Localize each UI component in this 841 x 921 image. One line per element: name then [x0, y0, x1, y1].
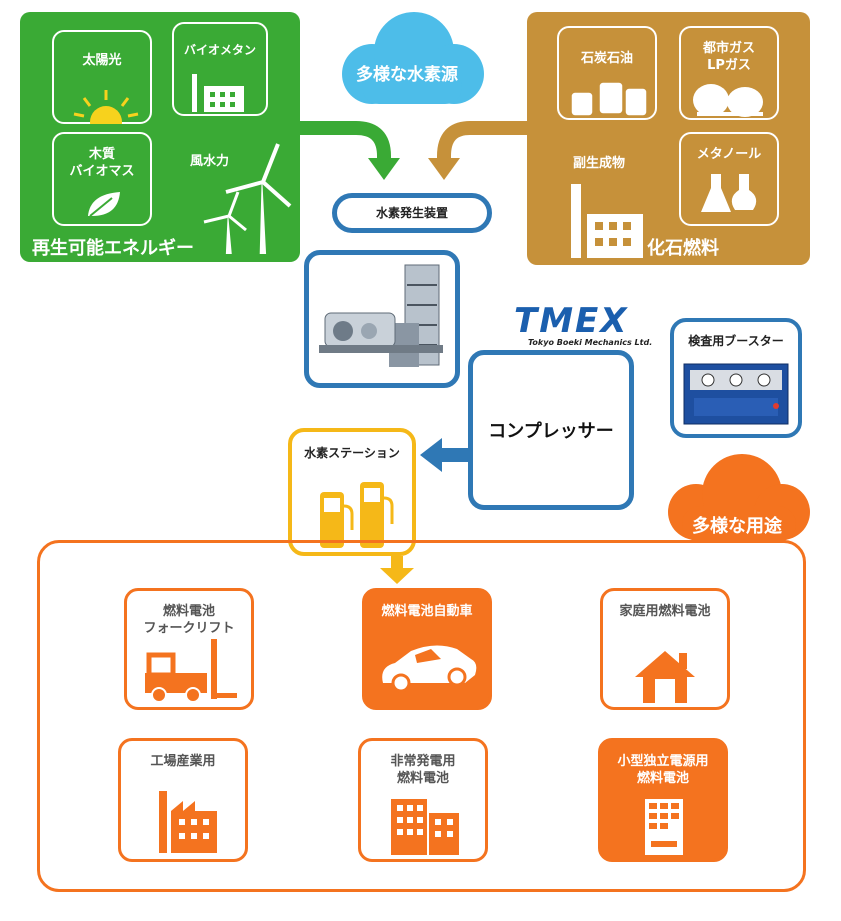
flask-icon — [701, 174, 757, 212]
fossil-to-generator-arrow — [437, 121, 527, 160]
compressor-box: コンプレッサー — [468, 350, 634, 510]
sources-cloud — [342, 12, 484, 104]
refinery-icon — [571, 184, 643, 258]
renewable-to-generator-arrow — [300, 121, 391, 160]
tmex-logo: TMEX Tokyo Boeki Mechanics Ltd. — [514, 304, 664, 347]
booster-box: 検査用ブースター — [670, 318, 802, 438]
tmex-subtitle: Tokyo Boeki Mechanics Ltd. — [528, 338, 653, 347]
renewable-panel-label: 再生可能エネルギー — [32, 238, 194, 259]
gas-tanks-icon — [693, 84, 763, 117]
solar-label: 太陽光 — [82, 53, 122, 68]
coal-oil-tile: 石炭石油 — [557, 26, 657, 120]
use-forklift-line1: 燃料電池 — [162, 604, 215, 619]
use-tile-emergency-power: 非常発電用 燃料電池 — [358, 738, 488, 862]
wood-biomass-line1: 木質 — [88, 147, 115, 162]
wood-biomass-line2: バイオマス — [69, 164, 135, 179]
use-tile-household-fuel-cell: 家庭用燃料電池 — [600, 588, 730, 710]
hydrogen-generator-label: 水素発生装置 — [375, 206, 448, 220]
hydrogen-generator-box: 水素発生装置 — [332, 193, 492, 233]
use-vehicle-line1: 燃料電池自動車 — [381, 604, 473, 619]
applications-frame — [37, 540, 806, 892]
uses-cloud — [668, 454, 810, 542]
use-industrial-line1: 工場産業用 — [150, 754, 216, 769]
fossil-panel-label: 化石燃料 — [647, 238, 719, 259]
biomethane-tile: バイオメタン — [172, 22, 268, 116]
solar-tile: 太陽光 — [52, 30, 152, 124]
tmex-logo-text: TMEX — [514, 301, 629, 341]
fossil-fuel-panel: 石炭石油 都市ガス LPガス 副生成物 メタノール 化石燃料 — [527, 12, 810, 265]
methanol-tile: メタノール — [679, 132, 779, 226]
station-arrowhead — [420, 438, 442, 472]
uses-cloud-label: 多様な用途 — [692, 516, 782, 537]
compressor-to-station-arrow — [440, 448, 472, 462]
use-forklift-line2: フォークリフト — [143, 621, 235, 636]
building-icon — [391, 799, 459, 855]
sun-icon — [73, 90, 139, 124]
city-gas-line2: LPガス — [707, 58, 751, 73]
sources-cloud-label: 多様な水素源 — [356, 65, 458, 85]
use-emergency-line1: 非常発電用 — [390, 754, 456, 769]
use-tile-fuel-cell-vehicle: 燃料電池自動車 — [362, 588, 492, 710]
city-gas-tile: 都市ガス LPガス — [679, 26, 779, 120]
coal-oil-label: 石炭石油 — [580, 51, 633, 66]
renewable-arrowhead — [368, 158, 400, 180]
use-tile-standalone-power: 小型独立電源用 燃料電池 — [598, 738, 728, 862]
methanol-label: メタノール — [696, 147, 762, 162]
wood-biomass-tile: 木質 バイオマス — [52, 132, 152, 226]
use-tile-forklift: 燃料電池 フォークリフト — [124, 588, 254, 710]
hydrogen-generator-machine-image — [319, 264, 443, 367]
use-tile-industrial: 工場産業用 — [118, 738, 248, 862]
booster-label: 検査用ブースター — [688, 334, 784, 348]
fossil-arrowhead — [428, 158, 460, 180]
use-household-line1: 家庭用燃料電池 — [619, 604, 711, 619]
leaf-icon — [88, 192, 120, 217]
hydrogen-station-label: 水素ステーション — [304, 446, 400, 460]
renewable-energy-panel: 太陽光 バイオメタン 木質 バイオマス 風水力 — [20, 12, 300, 262]
vending-machine-icon — [645, 799, 683, 855]
generator-photo-box — [304, 250, 460, 388]
wind-turbine-icon — [203, 143, 292, 254]
byproduct-label: 副生成物 — [573, 156, 626, 171]
hydrogen-station-box: 水素ステーション — [288, 428, 416, 556]
use-emergency-line2: 燃料電池 — [396, 771, 449, 786]
station-down-arrow — [391, 556, 403, 570]
factory-icon — [159, 791, 217, 853]
station-down-arrowhead — [380, 568, 414, 584]
compressor-label: コンプレッサー — [488, 421, 614, 442]
biomethane-label: バイオメタン — [183, 43, 256, 57]
wind-hydro-label: 風水力 — [190, 154, 230, 169]
use-standalone-line2: 燃料電池 — [636, 771, 689, 786]
booster-machine-image — [683, 363, 789, 425]
fuel-pump-icon — [320, 482, 394, 548]
city-gas-line1: 都市ガス — [702, 41, 755, 56]
car-icon — [382, 645, 477, 693]
house-icon — [635, 651, 695, 703]
plant-icon — [192, 74, 244, 112]
drums-icon — [570, 81, 648, 117]
use-standalone-line1: 小型独立電源用 — [617, 754, 709, 769]
forklift-icon — [145, 639, 237, 703]
